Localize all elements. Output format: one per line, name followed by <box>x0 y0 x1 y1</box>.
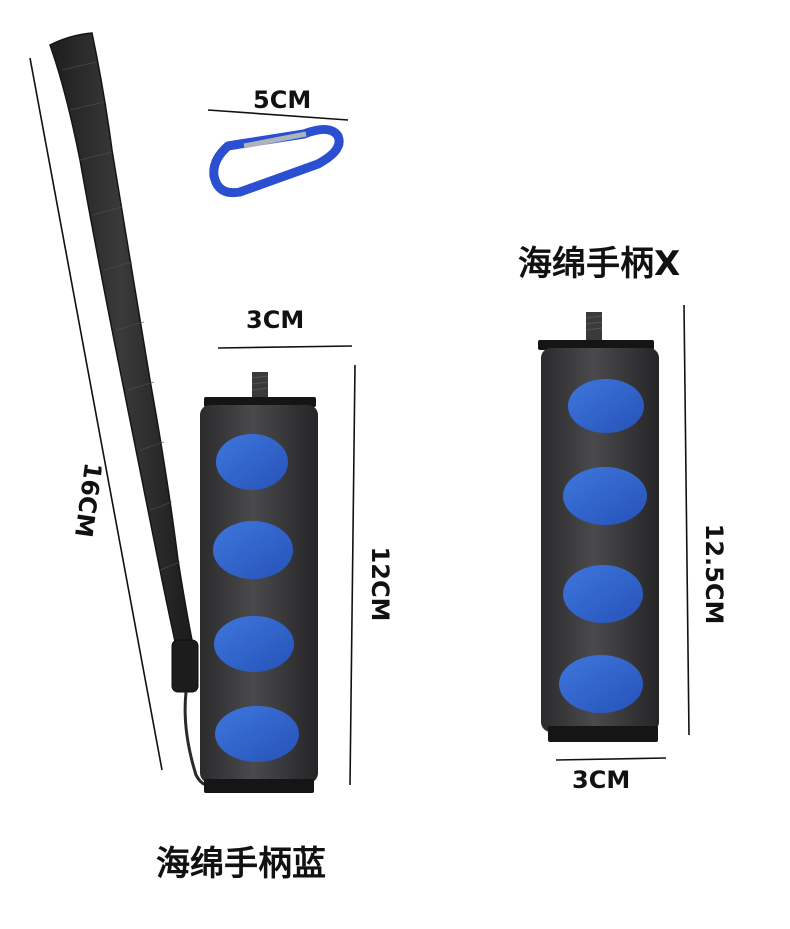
screw-x <box>586 312 602 342</box>
bottom-cap-x <box>548 726 658 742</box>
foam-body-blue <box>200 405 318 783</box>
blue-handle-width-label: 3CM <box>246 306 305 334</box>
top-cap-blue <box>204 397 316 407</box>
foam-handle-blue <box>200 372 318 793</box>
black-handle-title: 海绵手柄X <box>518 244 681 284</box>
blue-grip-1 <box>216 434 288 490</box>
carabiner <box>209 125 344 198</box>
x-grip-2 <box>563 467 647 525</box>
dim-line-carabiner <box>207 109 349 121</box>
carabiner-gate <box>243 131 307 149</box>
blue-handle-height-label: 12CM <box>366 546 394 622</box>
blue-handle-title: 海绵手柄蓝 <box>156 844 326 884</box>
dim-line-x-width <box>555 757 667 761</box>
blue-grip-4 <box>215 706 299 762</box>
strap-clip <box>171 639 199 693</box>
carabiner-loop <box>209 125 344 198</box>
carabiner-width-label: 5CM <box>253 86 312 114</box>
foam-body-x <box>541 348 659 732</box>
strap-band <box>49 32 193 648</box>
dim-line-blue-width <box>217 345 353 349</box>
black-handle-width-label: 3CM <box>572 766 631 794</box>
foam-handle-x <box>538 312 659 742</box>
blue-grip-2 <box>213 521 293 579</box>
x-grip-4 <box>559 655 643 713</box>
x-grip-3 <box>563 565 643 623</box>
dim-line-strap <box>29 57 163 771</box>
wrist-strap <box>49 32 215 787</box>
screw-blue <box>252 372 268 400</box>
blue-grip-3 <box>214 616 294 672</box>
x-grip-1 <box>568 379 644 433</box>
top-cap-x <box>538 340 654 350</box>
bottom-cap-blue <box>204 779 314 793</box>
dim-line-blue-height <box>349 364 356 786</box>
dim-line-x-height <box>683 304 690 736</box>
black-handle-height-label: 12.5CM <box>700 523 728 625</box>
dimension-lines <box>29 57 690 786</box>
